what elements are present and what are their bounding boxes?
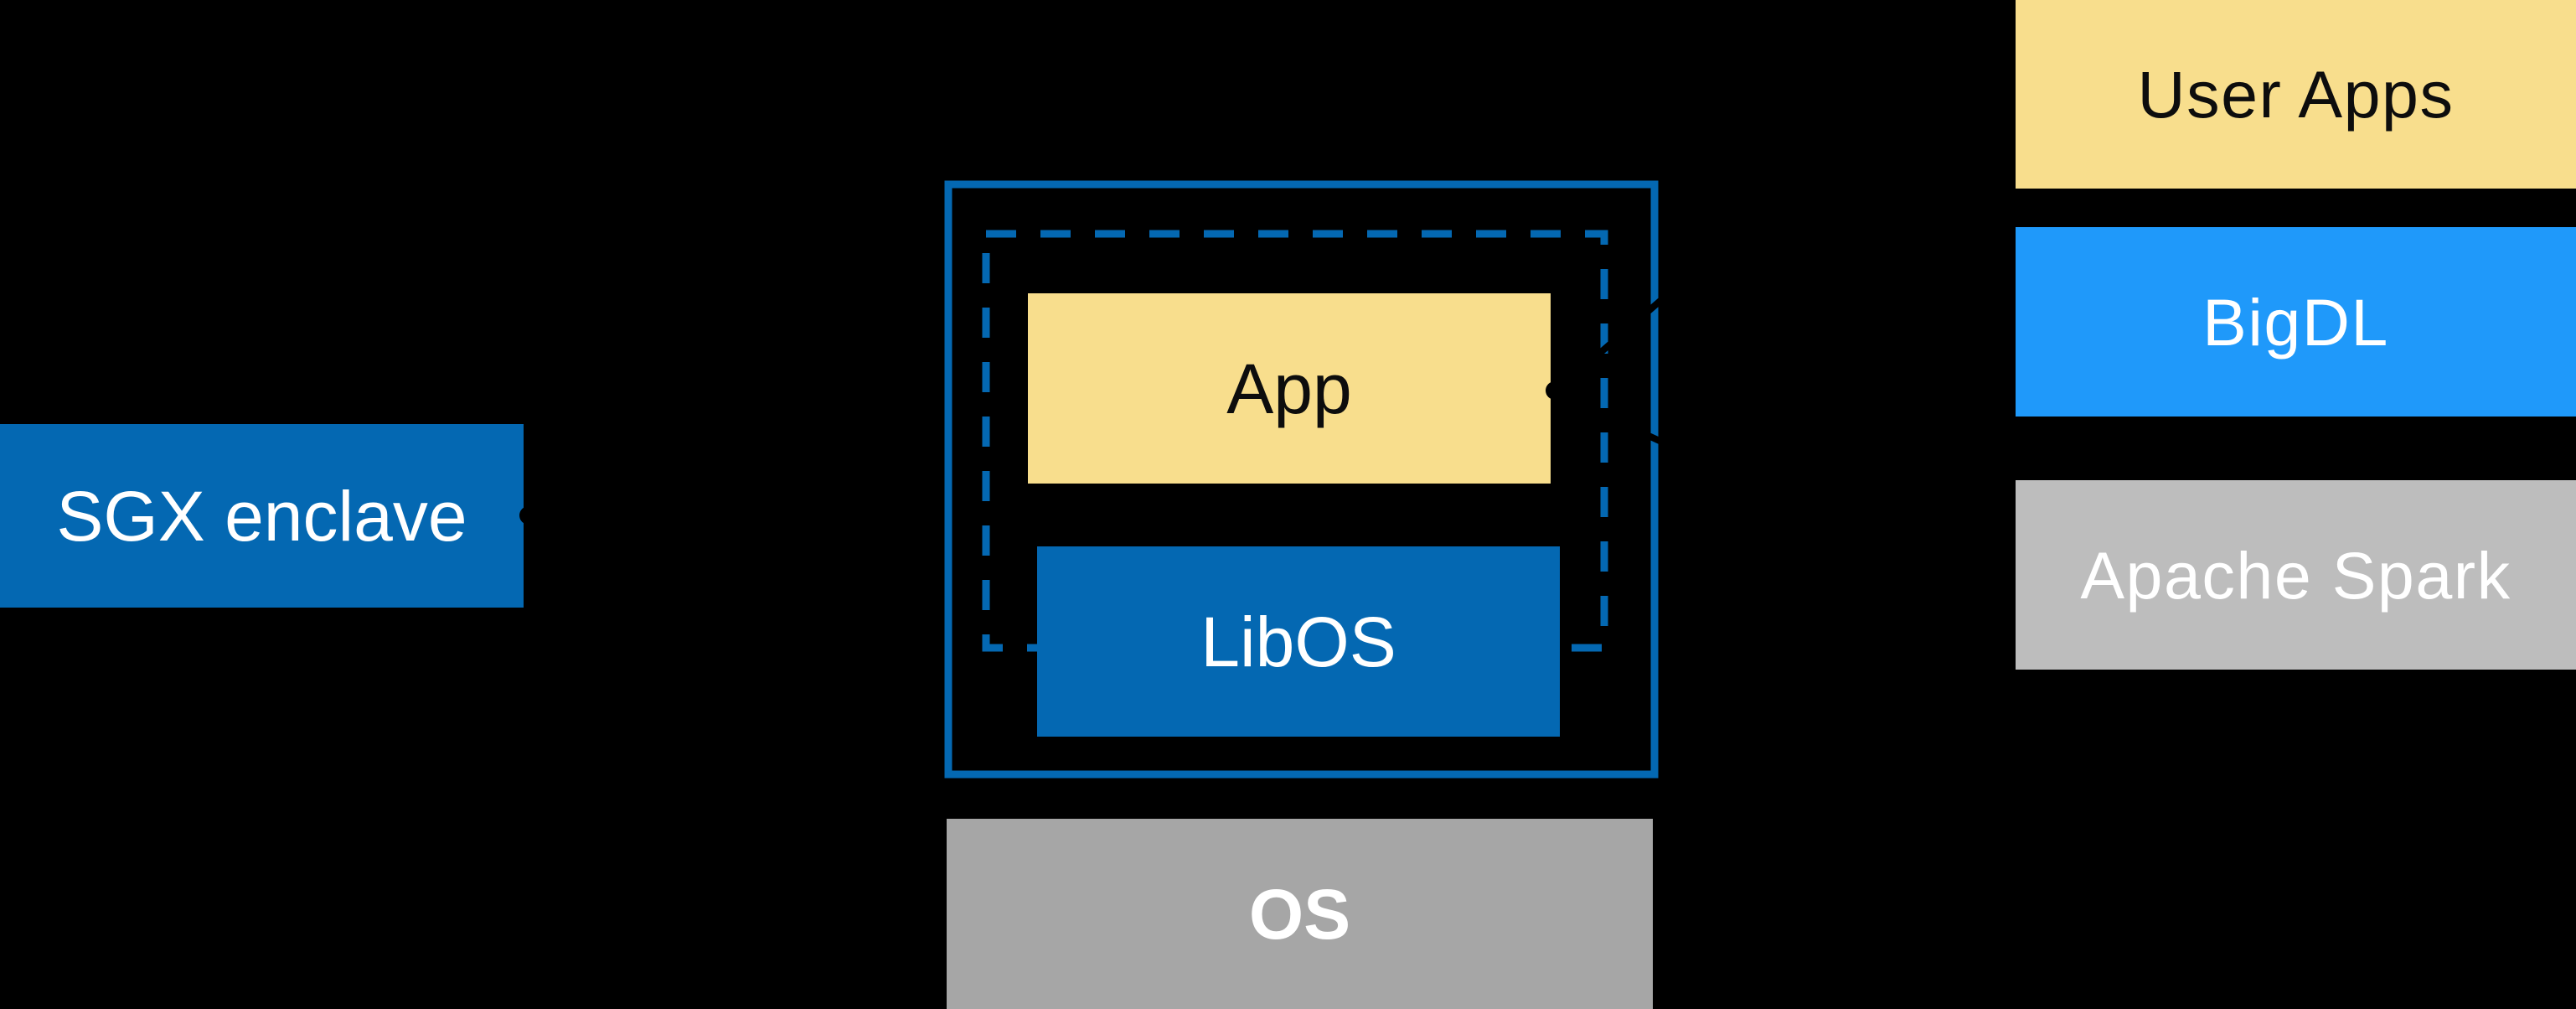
sgx-enclave-box: SGX enclave: [0, 424, 524, 608]
app-label: App: [1226, 349, 1352, 428]
bigdl-box: BigDL: [2016, 227, 2576, 417]
user-apps-box: User Apps: [2016, 0, 2576, 189]
libos-label: LibOS: [1200, 602, 1396, 681]
arrowhead-dot-app: [1546, 381, 1564, 400]
sgx-enclave-label: SGX enclave: [56, 476, 467, 556]
app-box: App: [1028, 293, 1551, 484]
apache-spark-box: Apache Spark: [2016, 480, 2576, 670]
os-label: OS: [1248, 874, 1351, 954]
user-apps-label: User Apps: [2137, 57, 2455, 132]
arrow-upper-to-app-line: [1554, 168, 1812, 394]
enclave-outer-border: [944, 180, 1659, 779]
libos-box: LibOS: [1037, 546, 1560, 737]
arrow-lower-to-app-line: [1557, 391, 1811, 513]
apache-spark-label: Apache Spark: [2080, 537, 2511, 613]
bigdl-label: BigDL: [2202, 284, 2389, 360]
arrowhead-dot-sgx: [519, 506, 538, 525]
enclave-dashed-border: [982, 230, 1608, 652]
os-box: OS: [947, 819, 1653, 1009]
